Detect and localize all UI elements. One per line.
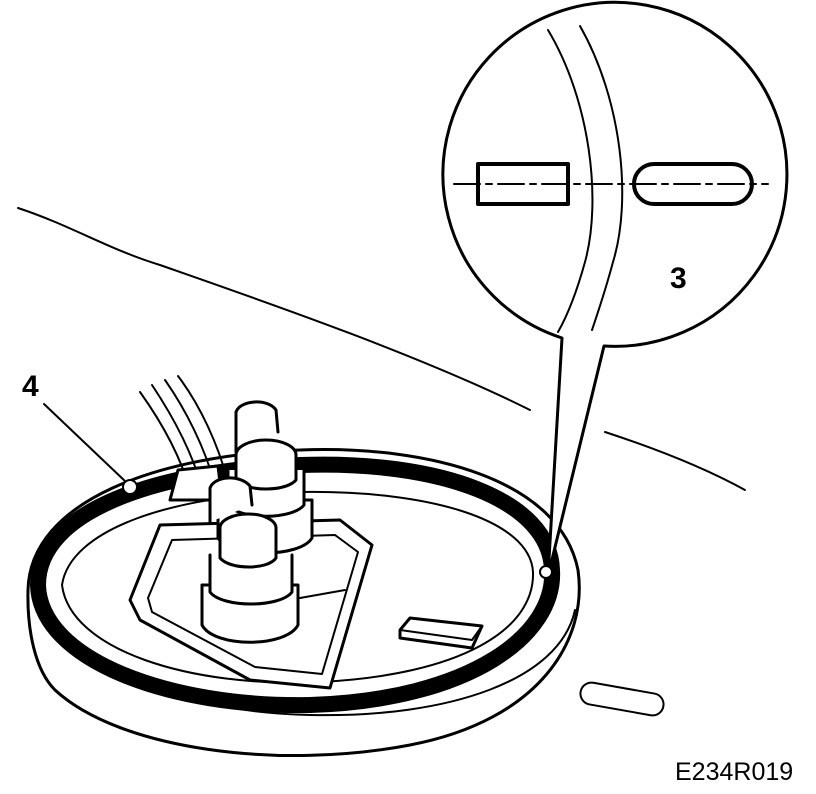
base-plate-rim [147,534,359,675]
lid-tab [398,616,484,650]
base-plate-divider [299,589,346,599]
callout-label-3: 3 [670,262,687,295]
callout-4-marker [122,479,138,495]
detail-curve-outer [547,29,594,333]
detail-curve-inner [579,25,624,331]
front-fitting-cap-side [218,526,278,569]
figure-code: E234R019 [675,758,794,786]
tank-slot [579,681,665,717]
rear-fitting-hook [234,400,280,454]
lid-tab-edge [399,625,483,641]
detail-bubble [441,0,789,578]
callout-4-leader [43,403,127,483]
front-fitting-collar [208,553,294,606]
detail-pointer-marker [539,565,553,579]
front-fitting-hook [208,476,254,524]
lid-flange-outer [26,448,581,757]
tank-contour-upper [17,207,531,411]
tank-contour-lower [604,431,746,491]
lid-inner-surface [61,490,535,684]
wire-harness-4 [177,375,229,483]
callout-label-4: 4 [22,370,39,403]
